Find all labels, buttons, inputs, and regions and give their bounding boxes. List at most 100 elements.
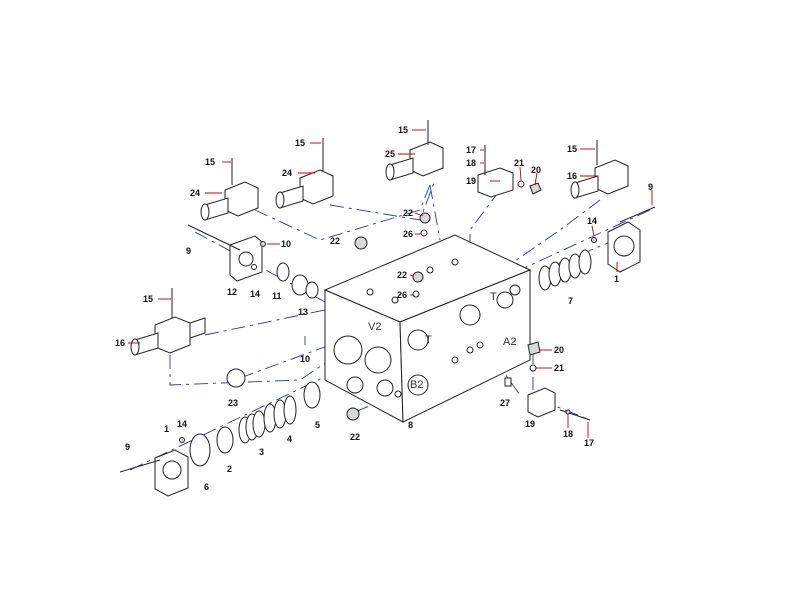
port-label-b2: B2 <box>410 379 423 391</box>
port-label-t: T <box>425 334 432 346</box>
callout-22: 22 <box>397 270 407 280</box>
block-right-face <box>399 269 531 423</box>
callout-26: 26 <box>403 229 413 239</box>
axis-line-16b-2 <box>204 309 326 336</box>
callout-9: 9 <box>186 246 191 256</box>
callout-3: 3 <box>259 447 264 457</box>
callout-4: 4 <box>287 434 292 444</box>
callout-11: 11 <box>272 291 282 301</box>
spring-3 <box>238 410 266 444</box>
block-port <box>459 304 481 326</box>
valve-coil-end <box>200 203 210 221</box>
plug-23 <box>226 368 246 388</box>
spool-7 <box>538 249 592 291</box>
axis-line-23 <box>239 344 331 379</box>
callout-24: 24 <box>282 168 292 178</box>
sleeve-5 <box>303 381 321 409</box>
valve-body <box>299 169 334 205</box>
solenoid-valve <box>385 120 444 181</box>
sensor-block <box>477 167 514 198</box>
valve-coil-end <box>275 191 285 209</box>
adapter-13-end <box>305 281 319 299</box>
spring-coil <box>252 410 266 438</box>
callout-17: 17 <box>466 145 476 155</box>
valve-coil-end <box>570 181 580 199</box>
callout-15: 15 <box>295 138 305 148</box>
seal-ring <box>276 262 290 282</box>
o-ring <box>517 180 525 188</box>
spool-land <box>578 249 592 275</box>
callout-5: 5 <box>315 420 320 430</box>
port-label-v2: V2 <box>368 321 381 333</box>
solenoid-valve <box>570 140 629 199</box>
callouts: 15 24 15 24 15 25 17 18 19 21 20 15 16 9… <box>115 125 653 492</box>
block-hole <box>476 341 484 349</box>
port-label-a2: A2 <box>503 336 516 348</box>
callout-15: 15 <box>143 294 153 304</box>
callout-19: 19 <box>466 176 476 186</box>
callout-27: 27 <box>500 398 510 408</box>
spool-land <box>283 395 297 425</box>
washer <box>565 409 571 415</box>
valve-coil-end <box>130 338 140 356</box>
leader <box>519 166 522 181</box>
leader <box>414 212 424 217</box>
valve-coil-end <box>385 163 395 181</box>
callout-22: 22 <box>403 208 413 218</box>
cover-bolt <box>119 459 161 473</box>
block-port <box>407 329 429 351</box>
block-port <box>509 284 521 296</box>
callout-1: 1 <box>164 424 169 434</box>
block-port <box>346 376 364 394</box>
block-hole <box>391 296 399 304</box>
callout-23: 23 <box>228 398 238 408</box>
leader <box>409 274 414 277</box>
cover-boss <box>238 251 254 267</box>
axis-line-24a <box>254 184 431 241</box>
callout-15: 15 <box>205 157 215 167</box>
callout-14: 14 <box>250 289 260 299</box>
valve-body <box>154 316 191 354</box>
callout-15: 15 <box>398 125 408 135</box>
valve-body <box>409 141 444 177</box>
callout-13: 13 <box>298 307 308 317</box>
cover-boss <box>613 235 635 257</box>
callout-10: 10 <box>281 239 291 249</box>
plug-22 <box>419 212 431 224</box>
seal-ring-2 <box>216 426 234 454</box>
callout-19: 19 <box>525 419 535 429</box>
block-port <box>407 374 429 396</box>
block-hole <box>451 258 459 266</box>
solenoid-valve <box>200 158 259 221</box>
callout-2: 2 <box>227 464 232 474</box>
adapter-13 <box>291 274 309 296</box>
manifold-block: V2 T T A2 B2 <box>323 234 532 423</box>
callout-7: 7 <box>568 296 573 306</box>
callout-20: 20 <box>531 165 541 175</box>
callout-14: 14 <box>587 216 597 226</box>
callout-22: 22 <box>330 236 340 246</box>
spool-4 <box>263 395 297 433</box>
callout-15: 15 <box>567 144 577 154</box>
block-bolt <box>559 409 591 421</box>
valve-body <box>594 159 629 195</box>
callout-16: 16 <box>567 171 577 181</box>
port-label-t: T <box>490 291 497 303</box>
o-ring-26 <box>420 229 428 237</box>
callout-22: 22 <box>350 432 360 442</box>
block-port <box>496 291 514 309</box>
callout-25: 25 <box>385 149 395 159</box>
callout-14: 14 <box>177 419 187 429</box>
axis-line-24b <box>329 179 436 221</box>
block-port <box>364 346 392 374</box>
callout-8: 8 <box>408 420 413 430</box>
valve-body <box>224 181 259 217</box>
o-ring <box>529 364 537 372</box>
cover-bolt <box>619 206 656 223</box>
callout-9: 9 <box>648 182 653 192</box>
plug-22 <box>346 407 360 421</box>
callout-12: 12 <box>227 287 237 297</box>
cover-bolt <box>187 224 241 251</box>
block-port <box>376 379 394 397</box>
